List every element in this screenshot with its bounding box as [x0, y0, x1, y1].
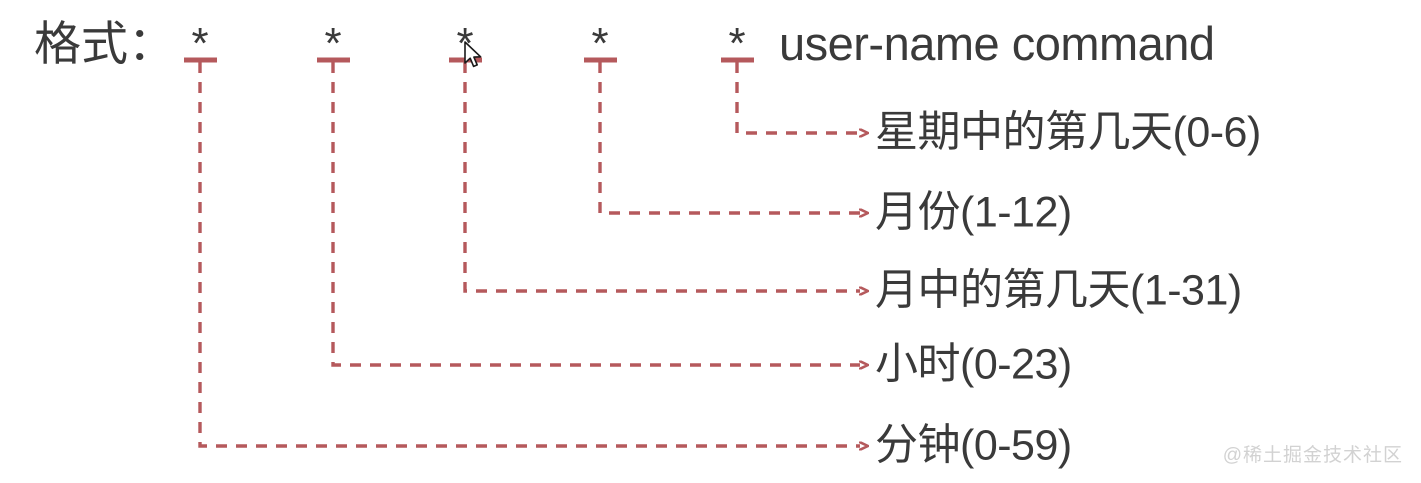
- connector-day-of-month: [463, 62, 860, 291]
- asterisk-day-of-week: *: [728, 19, 746, 68]
- label-day-of-week: 星期中的第几天(0-6): [875, 108, 1261, 157]
- watermark: @稀土掘金技术社区: [1222, 445, 1403, 466]
- label-day-of-month: 月中的第几天(1-31): [875, 266, 1242, 315]
- mouse-cursor: [464, 41, 482, 68]
- label-month: 月份(1-12): [875, 188, 1072, 237]
- label-minute: 分钟(0-59): [875, 421, 1072, 470]
- connector-minute: [198, 62, 860, 446]
- clipped-glyph-fragment: 、: [0, 30, 4, 48]
- label-hour: 小时(0-23): [875, 340, 1072, 389]
- asterisk-minute: *: [191, 19, 209, 68]
- format-title: 格式：: [34, 8, 175, 78]
- command-suffix-text: user-name command: [779, 16, 1215, 70]
- connector-month: [598, 62, 860, 213]
- asterisk-hour: *: [324, 19, 342, 68]
- connector-hour: [331, 62, 860, 365]
- asterisk-month: *: [591, 19, 609, 68]
- format-label: 格式：: [34, 16, 175, 70]
